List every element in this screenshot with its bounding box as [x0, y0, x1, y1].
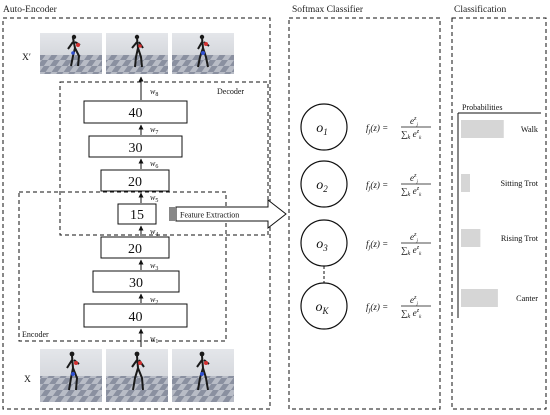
weight-w5: w5 — [138, 192, 158, 204]
classification-title: Classification — [454, 4, 506, 15]
probability-bar — [461, 120, 504, 138]
softmax-frame — [288, 17, 441, 410]
formula-denominator: ∑k ezk — [401, 128, 422, 141]
layer-label: 30 — [129, 276, 143, 291]
decoder-label: Decoder — [217, 87, 244, 96]
softmax-title: Softmax Classifier — [292, 4, 364, 15]
probability-bar — [461, 289, 498, 307]
svg-text:w4: w4 — [150, 227, 158, 238]
feature-extraction-label: Feature Extraction — [180, 211, 239, 220]
svg-text:oK: oK — [315, 300, 329, 316]
weight-w4: w4 — [138, 225, 158, 238]
softmax-formula-3: fj(z) = ezj∑k ezk — [366, 231, 431, 257]
input-frame-1 — [40, 349, 102, 402]
layer-box-20-decoder: 20 — [100, 169, 170, 192]
layer-label: 20 — [128, 242, 142, 257]
layer-label: 40 — [129, 310, 143, 325]
probability-bar — [461, 174, 470, 192]
input-label: X — [24, 375, 31, 385]
probability-row-1: Walk — [461, 120, 539, 138]
softmax-node-2: o2 — [300, 160, 348, 208]
svg-text:o2: o2 — [316, 178, 328, 194]
output-frame-3 — [172, 33, 234, 74]
decoder-region — [59, 81, 269, 236]
layer-box-30-encoder: 30 — [92, 270, 180, 293]
svg-text:o3: o3 — [316, 237, 328, 253]
weight-w3: w3 — [138, 259, 158, 272]
softmax-node-1: o1 — [300, 103, 348, 151]
layer-box-40-encoder: 40 — [83, 303, 188, 328]
layer-label: 15 — [130, 208, 144, 223]
svg-text:o1: o1 — [316, 121, 328, 137]
softmax-node-3: o3 — [300, 219, 348, 267]
layer-label: 40 — [129, 106, 143, 121]
softmax-node-k: oK — [300, 282, 348, 330]
feature-extraction-arrow: Feature Extraction — [169, 198, 287, 230]
class-label: Rising Trot — [501, 234, 539, 243]
formula-numerator: ezj — [410, 172, 419, 185]
softmax-formula-1: fj(z) = ezj∑k ezk — [366, 115, 431, 141]
weight-w8: w8 — [138, 76, 158, 100]
svg-text:w3: w3 — [150, 261, 158, 272]
svg-text:w8: w8 — [150, 87, 158, 98]
class-label: Canter — [516, 294, 538, 303]
svg-text:w5: w5 — [150, 193, 158, 204]
probability-bar — [461, 229, 481, 247]
encoder-region — [18, 191, 227, 342]
layer-box-40-decoder: 40 — [83, 100, 188, 124]
input-frame-2 — [106, 349, 168, 402]
output-frame-1 — [40, 33, 102, 74]
weight-w7: w7 — [138, 124, 158, 136]
softmax-formula-2: fj(z) = ezj∑k ezk — [366, 172, 431, 198]
formula-lhs: fj(z) = — [366, 302, 388, 314]
softmax-formula-4: fj(z) = ezj∑k ezk — [366, 294, 431, 320]
formula-denominator: ∑k ezk — [401, 185, 422, 198]
autoencoder-title: Auto-Encoder — [3, 5, 58, 15]
svg-text:w6: w6 — [150, 159, 158, 170]
probability-row-4: Canter — [461, 289, 538, 307]
layer-label: 30 — [129, 141, 143, 156]
formula-lhs: fj(z) = — [366, 123, 388, 135]
formula-numerator: ezj — [410, 115, 419, 128]
weight-w2: w2 — [138, 293, 158, 306]
weight-w6: w6 — [138, 158, 158, 170]
classification-frame — [451, 17, 547, 410]
layer-label: 20 — [128, 175, 142, 190]
layer-box-15-bottleneck: 15 — [117, 203, 157, 225]
output-frame-2 — [106, 33, 168, 74]
encoder-label: Encoder — [22, 330, 49, 339]
svg-text:w7: w7 — [150, 125, 158, 136]
svg-text:w1: w1 — [150, 334, 158, 345]
formula-denominator: ∑k ezk — [401, 244, 422, 257]
formula-numerator: ezj — [410, 231, 419, 244]
formula-numerator: ezj — [410, 294, 419, 307]
svg-text:w2: w2 — [150, 295, 158, 306]
formula-denominator: ∑k ezk — [401, 307, 422, 320]
output-label: X′ — [22, 53, 31, 63]
probability-row-3: Rising Trot — [461, 229, 539, 247]
layer-box-30-decoder: 30 — [88, 135, 183, 158]
formula-lhs: fj(z) = — [366, 239, 388, 251]
probability-row-2: Sitting Trot — [461, 174, 539, 192]
input-frame-3 — [172, 349, 234, 402]
probabilities-label: Probabilities — [462, 103, 502, 112]
layer-box-20-encoder: 20 — [100, 236, 170, 259]
weight-w1: w1 — [138, 328, 158, 347]
formula-lhs: fj(z) = — [366, 180, 388, 192]
class-label: Walk — [521, 125, 539, 134]
class-label: Sitting Trot — [500, 179, 538, 188]
